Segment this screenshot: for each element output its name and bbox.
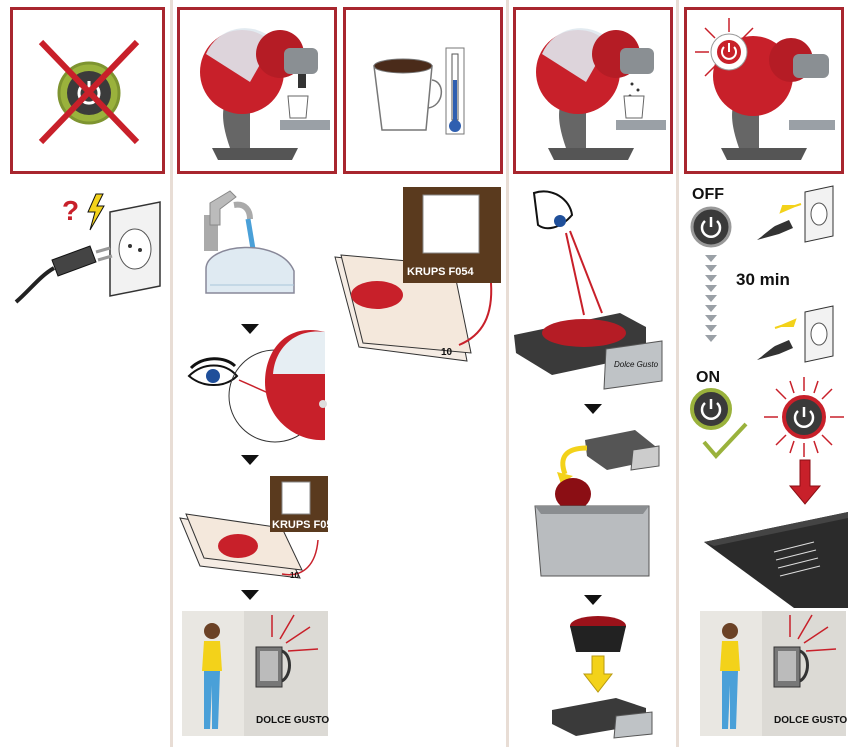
- person-icon: [720, 623, 740, 729]
- phone-icon: [773, 646, 809, 688]
- phone-icon: [255, 646, 291, 688]
- plug-in-illustration: [757, 305, 834, 363]
- manual-brand-text: KRUPS F054: [407, 266, 475, 278]
- dark-manual-page-illustration: [704, 512, 848, 608]
- panel-machine-leaking: [513, 7, 673, 174]
- socket-plug-illustration: ?: [14, 193, 161, 304]
- coffee-machine-blinking-illustration: [695, 18, 835, 160]
- hotline-panel: DOLCE GUSTO: [182, 611, 329, 736]
- arrow-down-icon: [584, 404, 602, 414]
- manual-page-number: 10: [441, 347, 453, 358]
- column-separator: [506, 0, 509, 747]
- hot-cup-thermometer-illustration: [373, 47, 465, 135]
- capsule-brand-text: Dolce Gusto: [614, 360, 659, 369]
- question-mark-icon: ?: [62, 195, 79, 226]
- off-label: OFF: [692, 186, 724, 203]
- hotline-panel: DOLCE GUSTO: [700, 611, 847, 736]
- hotline-illustration: DOLCE GUSTO: [202, 611, 329, 736]
- fill-water-tank-illustration: [204, 190, 295, 294]
- plug-icon: [757, 220, 793, 240]
- hotline-label: DOLCE GUSTO: [774, 715, 847, 726]
- power-on-button: [690, 388, 732, 430]
- inspect-capsule-holder-illustration: Dolce Gusto: [514, 190, 663, 390]
- eye-icon: [187, 357, 239, 386]
- manual-brand-text: KRUPS F054: [272, 519, 340, 531]
- socket-icon: [109, 201, 161, 297]
- panel-machine-brewing: [177, 7, 337, 174]
- power-blinking-red-icon: [764, 377, 844, 457]
- cup-icon: [373, 58, 442, 131]
- wait-time-label: 30 min: [736, 270, 790, 289]
- hotline-illustration: DOLCE GUSTO: [720, 611, 847, 736]
- checkmark-icon: [702, 422, 748, 459]
- on-label: ON: [696, 369, 720, 386]
- power-icon: [793, 410, 815, 428]
- manual-illustration-large: KRUPS F054 10: [334, 187, 501, 362]
- power-icon: [700, 220, 722, 238]
- panel-no-power: [10, 7, 165, 174]
- arrow-down-icon: [788, 459, 822, 505]
- coffee-machine-illustration: [200, 28, 330, 160]
- power-off-crossed-illustration: [38, 39, 140, 145]
- eye-icon: [532, 190, 574, 230]
- manual-illustration-small: KRUPS F054 10: [179, 476, 340, 580]
- plug-icon: [14, 245, 113, 304]
- empty-capsule-illustration: [534, 430, 660, 577]
- arrow-down-icon: [241, 590, 259, 600]
- insert-capsule-illustration: [552, 616, 653, 739]
- arrow-down-icon: [241, 324, 259, 334]
- waiting-arrows-icon: [705, 255, 717, 342]
- faucet-icon: [204, 190, 253, 251]
- power-icon: [695, 18, 763, 86]
- thermometer-icon: [445, 47, 465, 135]
- hotline-label: DOLCE GUSTO: [256, 715, 329, 726]
- column-separator: [170, 0, 173, 747]
- manual-page-number: 10: [290, 571, 299, 580]
- lightning-icon: [87, 193, 105, 231]
- unplug-illustration: [757, 185, 834, 243]
- arrow-down-icon: [584, 595, 602, 605]
- check-water-level-illustration: [187, 330, 327, 443]
- arrow-down-icon: [582, 655, 614, 693]
- power-icon: [700, 402, 722, 420]
- coffee-machine-dripping-illustration: [536, 28, 666, 160]
- panel-machine-blinking: [684, 7, 844, 174]
- power-off-button: [690, 206, 732, 248]
- arrow-down-icon: [241, 455, 259, 465]
- person-icon: [202, 623, 222, 729]
- panel-hot-drink: [343, 7, 503, 174]
- plug-icon: [757, 340, 793, 360]
- column-separator: [676, 0, 679, 747]
